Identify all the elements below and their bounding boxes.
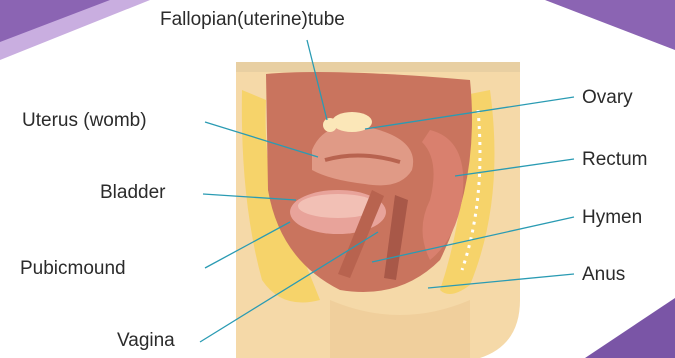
label-vagina: Vagina <box>117 331 175 350</box>
label-fallopian-tube: Fallopian(uterine)tube <box>160 10 345 29</box>
label-anus: Anus <box>582 265 625 284</box>
label-hymen: Hymen <box>582 208 642 227</box>
label-ovary: Ovary <box>582 88 633 107</box>
label-bladder: Bladder <box>100 183 166 202</box>
label-uterus: Uterus (womb) <box>22 111 147 130</box>
label-rectum: Rectum <box>582 150 647 169</box>
label-pubic-mound: Pubicmound <box>20 259 126 278</box>
